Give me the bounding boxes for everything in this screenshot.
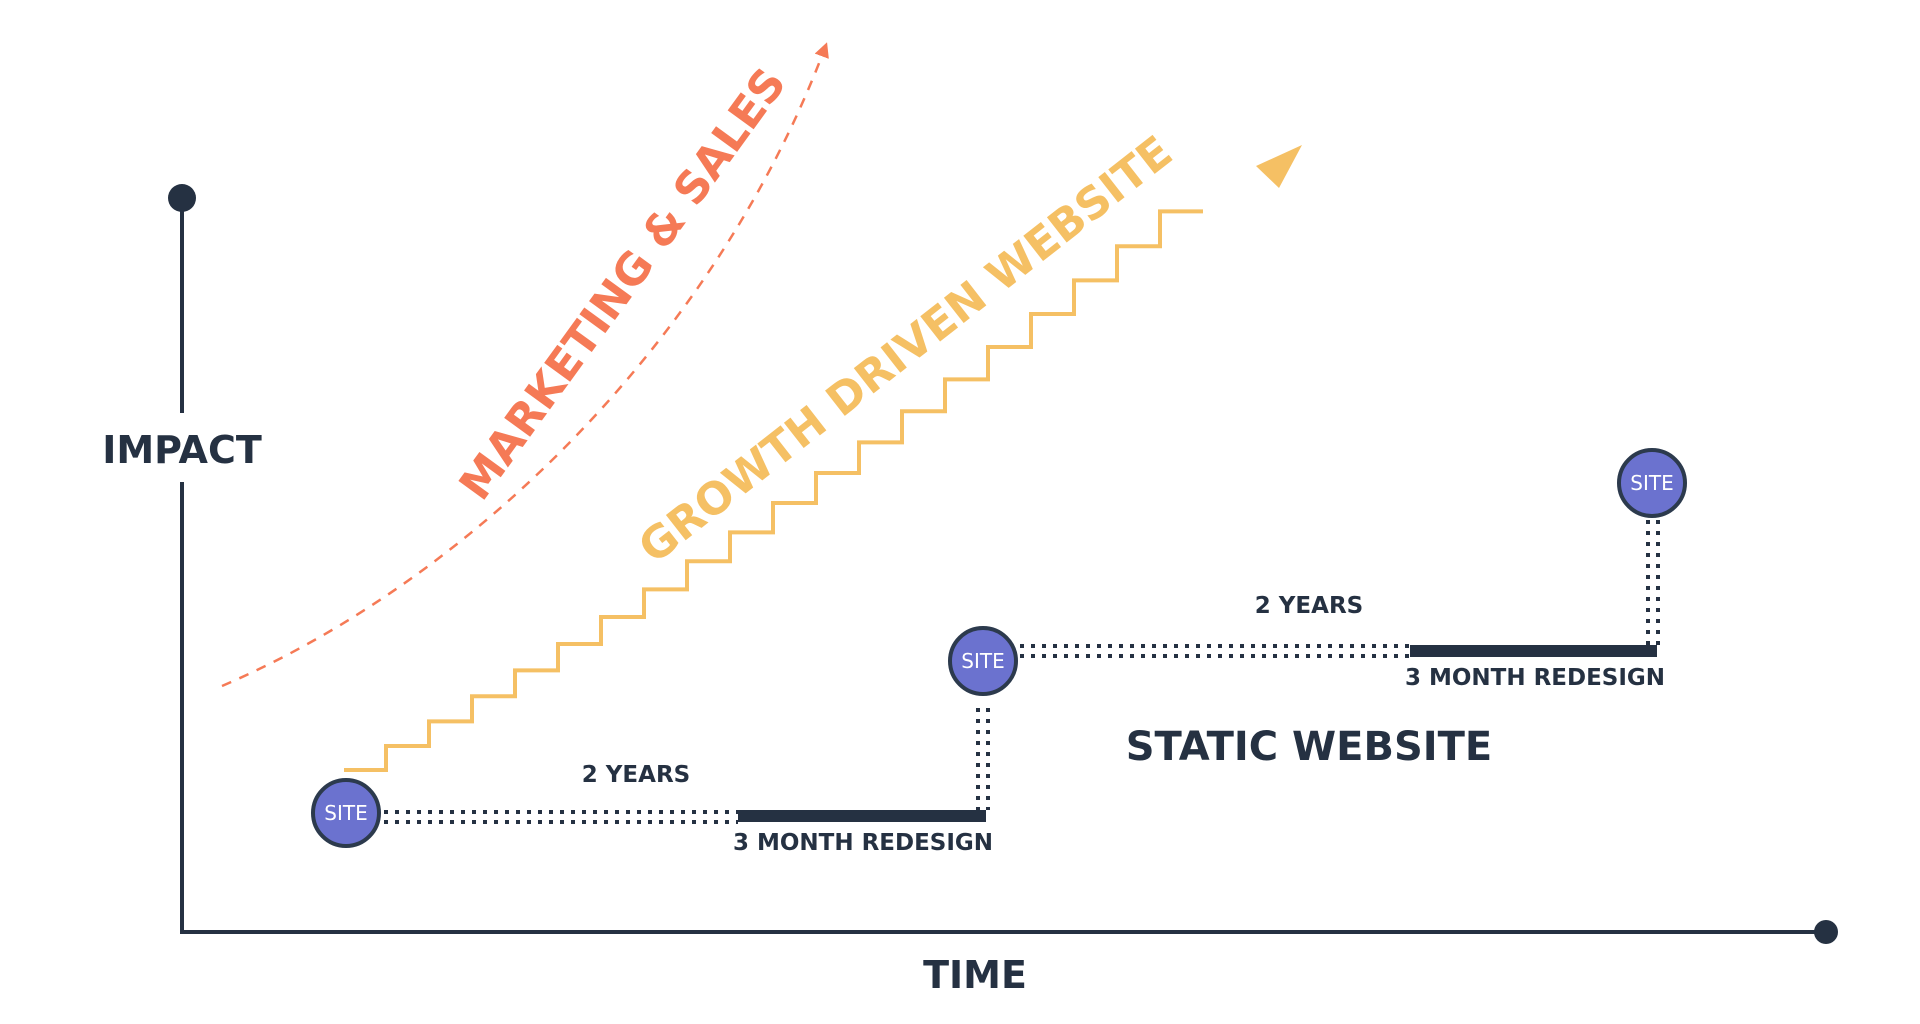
redesign-label-2: 3 MONTH REDESIGN [1405, 665, 1665, 691]
y-axis-end-dot [168, 184, 196, 212]
static-website-label: STATIC WEBSITE [1126, 724, 1493, 770]
marketing-sales-curve [221, 42, 829, 688]
site-node-2: SITE [948, 626, 1018, 696]
years-label-2: 2 YEARS [1255, 593, 1363, 619]
site-node-3: SITE [1617, 448, 1687, 518]
site-node-1-label: SITE [324, 801, 367, 825]
x-axis-label: TIME [923, 953, 1027, 997]
site-node-2-label: SITE [961, 649, 1004, 673]
marketing-sales-label: MARKETING & SALES [450, 59, 797, 509]
redesign-label-1: 3 MONTH REDESIGN [733, 830, 993, 856]
site-node-3-label: SITE [1630, 471, 1673, 495]
y-axis-label: IMPACT [102, 428, 262, 472]
growth-driven-staircase [344, 209, 1203, 772]
growth-arrowhead [1256, 145, 1302, 188]
x-axis-end-dot [1814, 920, 1838, 944]
site-node-1: SITE [311, 778, 381, 848]
years-label-1: 2 YEARS [582, 762, 690, 788]
